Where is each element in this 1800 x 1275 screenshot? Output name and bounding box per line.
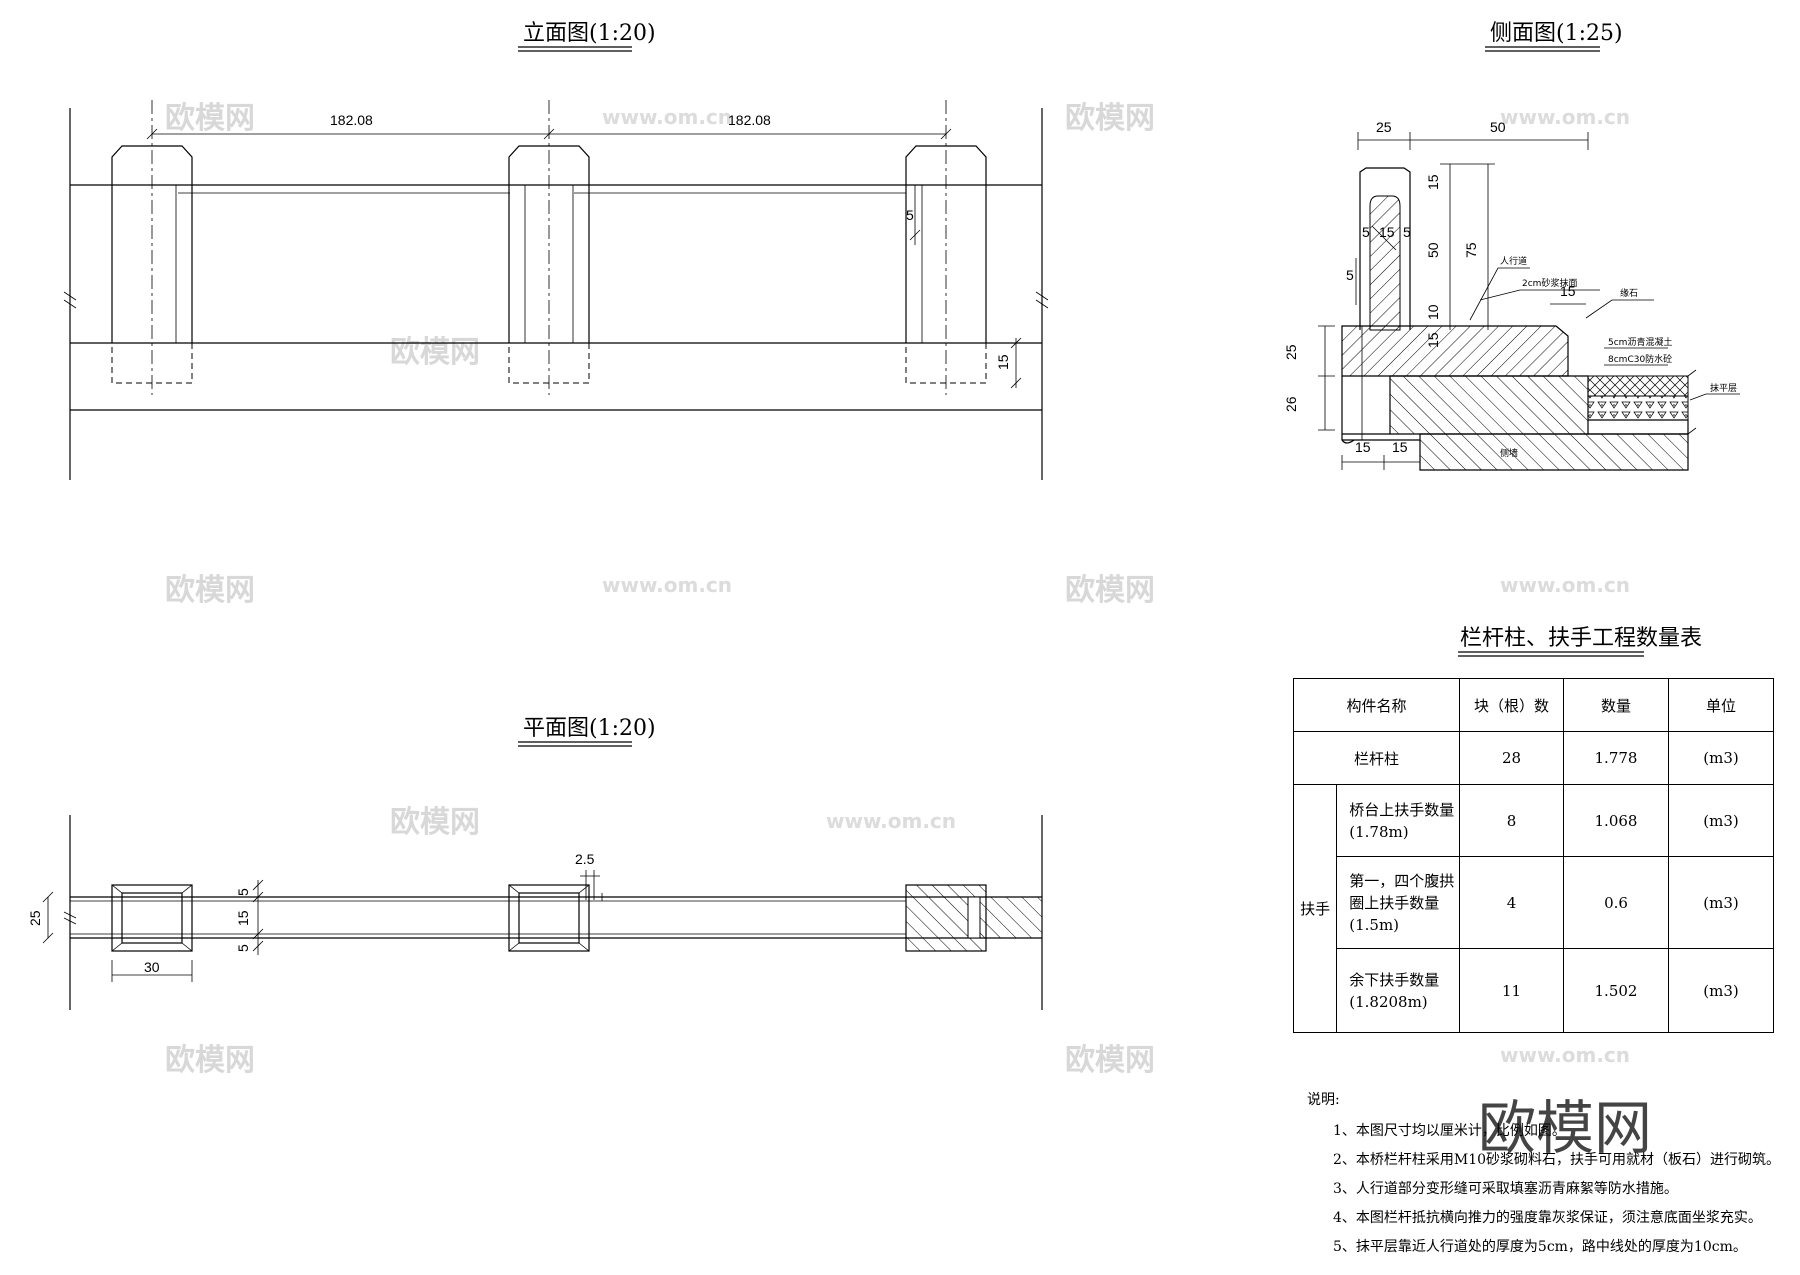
cell-qty: 1.778 (1563, 731, 1669, 785)
elevation-view: 立面图(1:20) (63, 21, 1049, 480)
note-item: 2、本桥栏杆柱采用M10砂浆砌料石，扶手可用就材（板石）进行砌筑。 (1333, 1152, 1781, 1168)
cell-qty: 1.068 (1563, 784, 1669, 857)
plan-view: 平面图(1:20) 25 (27, 716, 1043, 1010)
watermark-brand-large: 欧模网 (1478, 1094, 1652, 1162)
cell-unit: (m3) (1668, 948, 1774, 1033)
label-curb: 缘石 (1620, 287, 1638, 299)
cell-name: 桥台上扶手数量(1.78m) (1336, 784, 1460, 857)
note-item: 1、本图尺寸均以厘米计，比例如图。 (1333, 1123, 1566, 1139)
cell-qty: 0.6 (1563, 856, 1669, 949)
plan-post (508, 884, 590, 952)
elevation-title: 立面图(1:20) (523, 21, 656, 46)
side-view: 侧面图(1:25) 25 50 5 15 5 5 15 75 50 10 15 (1283, 21, 1740, 471)
side-dim-w5a: 5 (1362, 224, 1370, 240)
dim-5: 5 (906, 207, 914, 223)
label-wall: 侧墙 (1500, 447, 1518, 459)
note-item: 4、本图栏杆抵抗横向推力的强度靠灰浆保证，须注意底面坐浆充实。 (1333, 1210, 1762, 1226)
watermark-site: www.om.cn (1500, 1043, 1630, 1067)
side-dim-h75: 75 (1463, 242, 1479, 258)
watermark-brand: 欧模网 (390, 335, 480, 370)
dim-span-1: 182.08 (330, 112, 373, 128)
watermark-brand: 欧模网 (1065, 573, 1155, 608)
table-row: 余下扶手数量(1.8208m) 11 1.502 (m3) (1294, 948, 1774, 1033)
label-sidewalk: 人行道 (1500, 255, 1527, 267)
watermark-brand: 欧模网 (1065, 1043, 1155, 1078)
th-qty: 数量 (1563, 678, 1669, 732)
watermark-brand: 欧模网 (165, 1043, 255, 1078)
watermark-site: www.om.cn (1500, 573, 1630, 597)
table-row: 扶手 桥台上扶手数量(1.78m) 8 1.068 (m3) (1292, 784, 1774, 1033)
watermarks: 欧模网 欧模网 欧模网 欧模网 欧模网 欧模网 欧模网 欧模网 www.om.c… (165, 101, 1652, 1162)
cell-unit: (m3) (1668, 784, 1774, 857)
label-mortar: 2cm砂浆抹面 (1522, 277, 1577, 289)
cell-qty: 1.502 (1563, 948, 1669, 1033)
side-dim-r15: 15 (1560, 283, 1576, 299)
side-dim-h50: 50 (1425, 242, 1441, 258)
note-item: 5、抹平层靠近人行道处的厚度为5cm，路中线处的厚度为10cm。 (1333, 1239, 1747, 1255)
watermark-brand: 欧模网 (165, 101, 255, 136)
plan-dim-25: 25 (27, 910, 43, 926)
cell-count: 8 (1459, 784, 1564, 857)
side-dim-25: 25 (1376, 119, 1392, 135)
watermark-site: www.om.cn (602, 573, 732, 597)
side-dim-w15: 15 (1379, 224, 1395, 240)
notes-heading: 说明: (1307, 1092, 1340, 1108)
table-row: 栏杆柱 28 1.778 (m3) (1293, 731, 1774, 785)
side-dim-v5: 5 (1346, 267, 1354, 283)
plan-dim-30: 30 (144, 959, 160, 975)
side-title: 侧面图(1:25) (1490, 21, 1623, 46)
th-name: 构件名称 (1293, 678, 1460, 732)
dim-span-2: 182.08 (728, 112, 771, 128)
cell-name: 余下扶手数量(1.8208m) (1336, 948, 1460, 1033)
plan-dim-15: 15 (235, 910, 251, 926)
label-concrete: 8cmC30防水砼 (1608, 353, 1672, 365)
side-dim-b15b: 15 (1392, 439, 1408, 455)
plan-dim-2-5: 2.5 (575, 851, 595, 867)
plan-post-section (905, 884, 1043, 952)
side-dim-h10: 10 (1425, 304, 1441, 320)
cell-count: 28 (1459, 731, 1564, 785)
label-level: 抹平层 (1710, 382, 1737, 394)
watermark-site: www.om.cn (602, 105, 732, 129)
label-asphalt: 5cm沥青混凝土 (1608, 336, 1672, 348)
plan-dim-5b: 5 (235, 944, 251, 952)
dim-15: 15 (995, 354, 1011, 370)
table-header-row: 构件名称 块（根）数 数量 单位 (1293, 678, 1774, 732)
plan-title: 平面图(1:20) (523, 716, 656, 741)
th-unit: 单位 (1668, 678, 1774, 732)
note-item: 3、人行道部分变形缝可采取填塞沥青麻絮等防水措施。 (1333, 1181, 1678, 1197)
side-dim-h15: 15 (1425, 174, 1441, 190)
side-dim-l26: 26 (1283, 396, 1299, 412)
cell-count: 11 (1459, 948, 1564, 1033)
side-dim-b15a: 15 (1355, 439, 1371, 455)
th-count: 块（根）数 (1459, 678, 1564, 732)
side-dim-w5b: 5 (1403, 224, 1411, 240)
watermark-brand: 欧模网 (165, 573, 255, 608)
watermark-site: www.om.cn (1500, 105, 1630, 129)
cell-count: 4 (1459, 856, 1564, 949)
cell-name: 栏杆柱 (1293, 731, 1460, 785)
table-row: 第一，四个腹拱圈上扶手数量(1.5m) 4 0.6 (m3) (1294, 856, 1774, 949)
elevation-post (508, 100, 590, 395)
watermark-site: www.om.cn (826, 809, 956, 833)
notes: 说明: 1、本图尺寸均以厘米计，比例如图。 2、本桥栏杆柱采用M10砂浆砌料石，… (1307, 1086, 1780, 1262)
table-title: 栏杆柱、扶手工程数量表 (1460, 626, 1702, 651)
elevation-post (111, 100, 193, 395)
plan-dim-5a: 5 (235, 888, 251, 896)
elevation-post (905, 100, 987, 395)
cell-unit: (m3) (1668, 731, 1774, 785)
watermark-brand: 欧模网 (1065, 101, 1155, 136)
plan-post (111, 884, 193, 952)
watermark-brand: 欧模网 (390, 805, 480, 840)
cell-group: 扶手 (1292, 784, 1338, 1033)
side-dim-l25: 25 (1283, 344, 1299, 360)
cell-unit: (m3) (1668, 856, 1774, 949)
quantity-table: 构件名称 块（根）数 数量 单位 栏杆柱 28 1.778 (m3) 扶手 桥台… (1292, 678, 1774, 1033)
side-dim-50: 50 (1490, 119, 1506, 135)
cell-name: 第一，四个腹拱圈上扶手数量(1.5m) (1336, 856, 1460, 949)
